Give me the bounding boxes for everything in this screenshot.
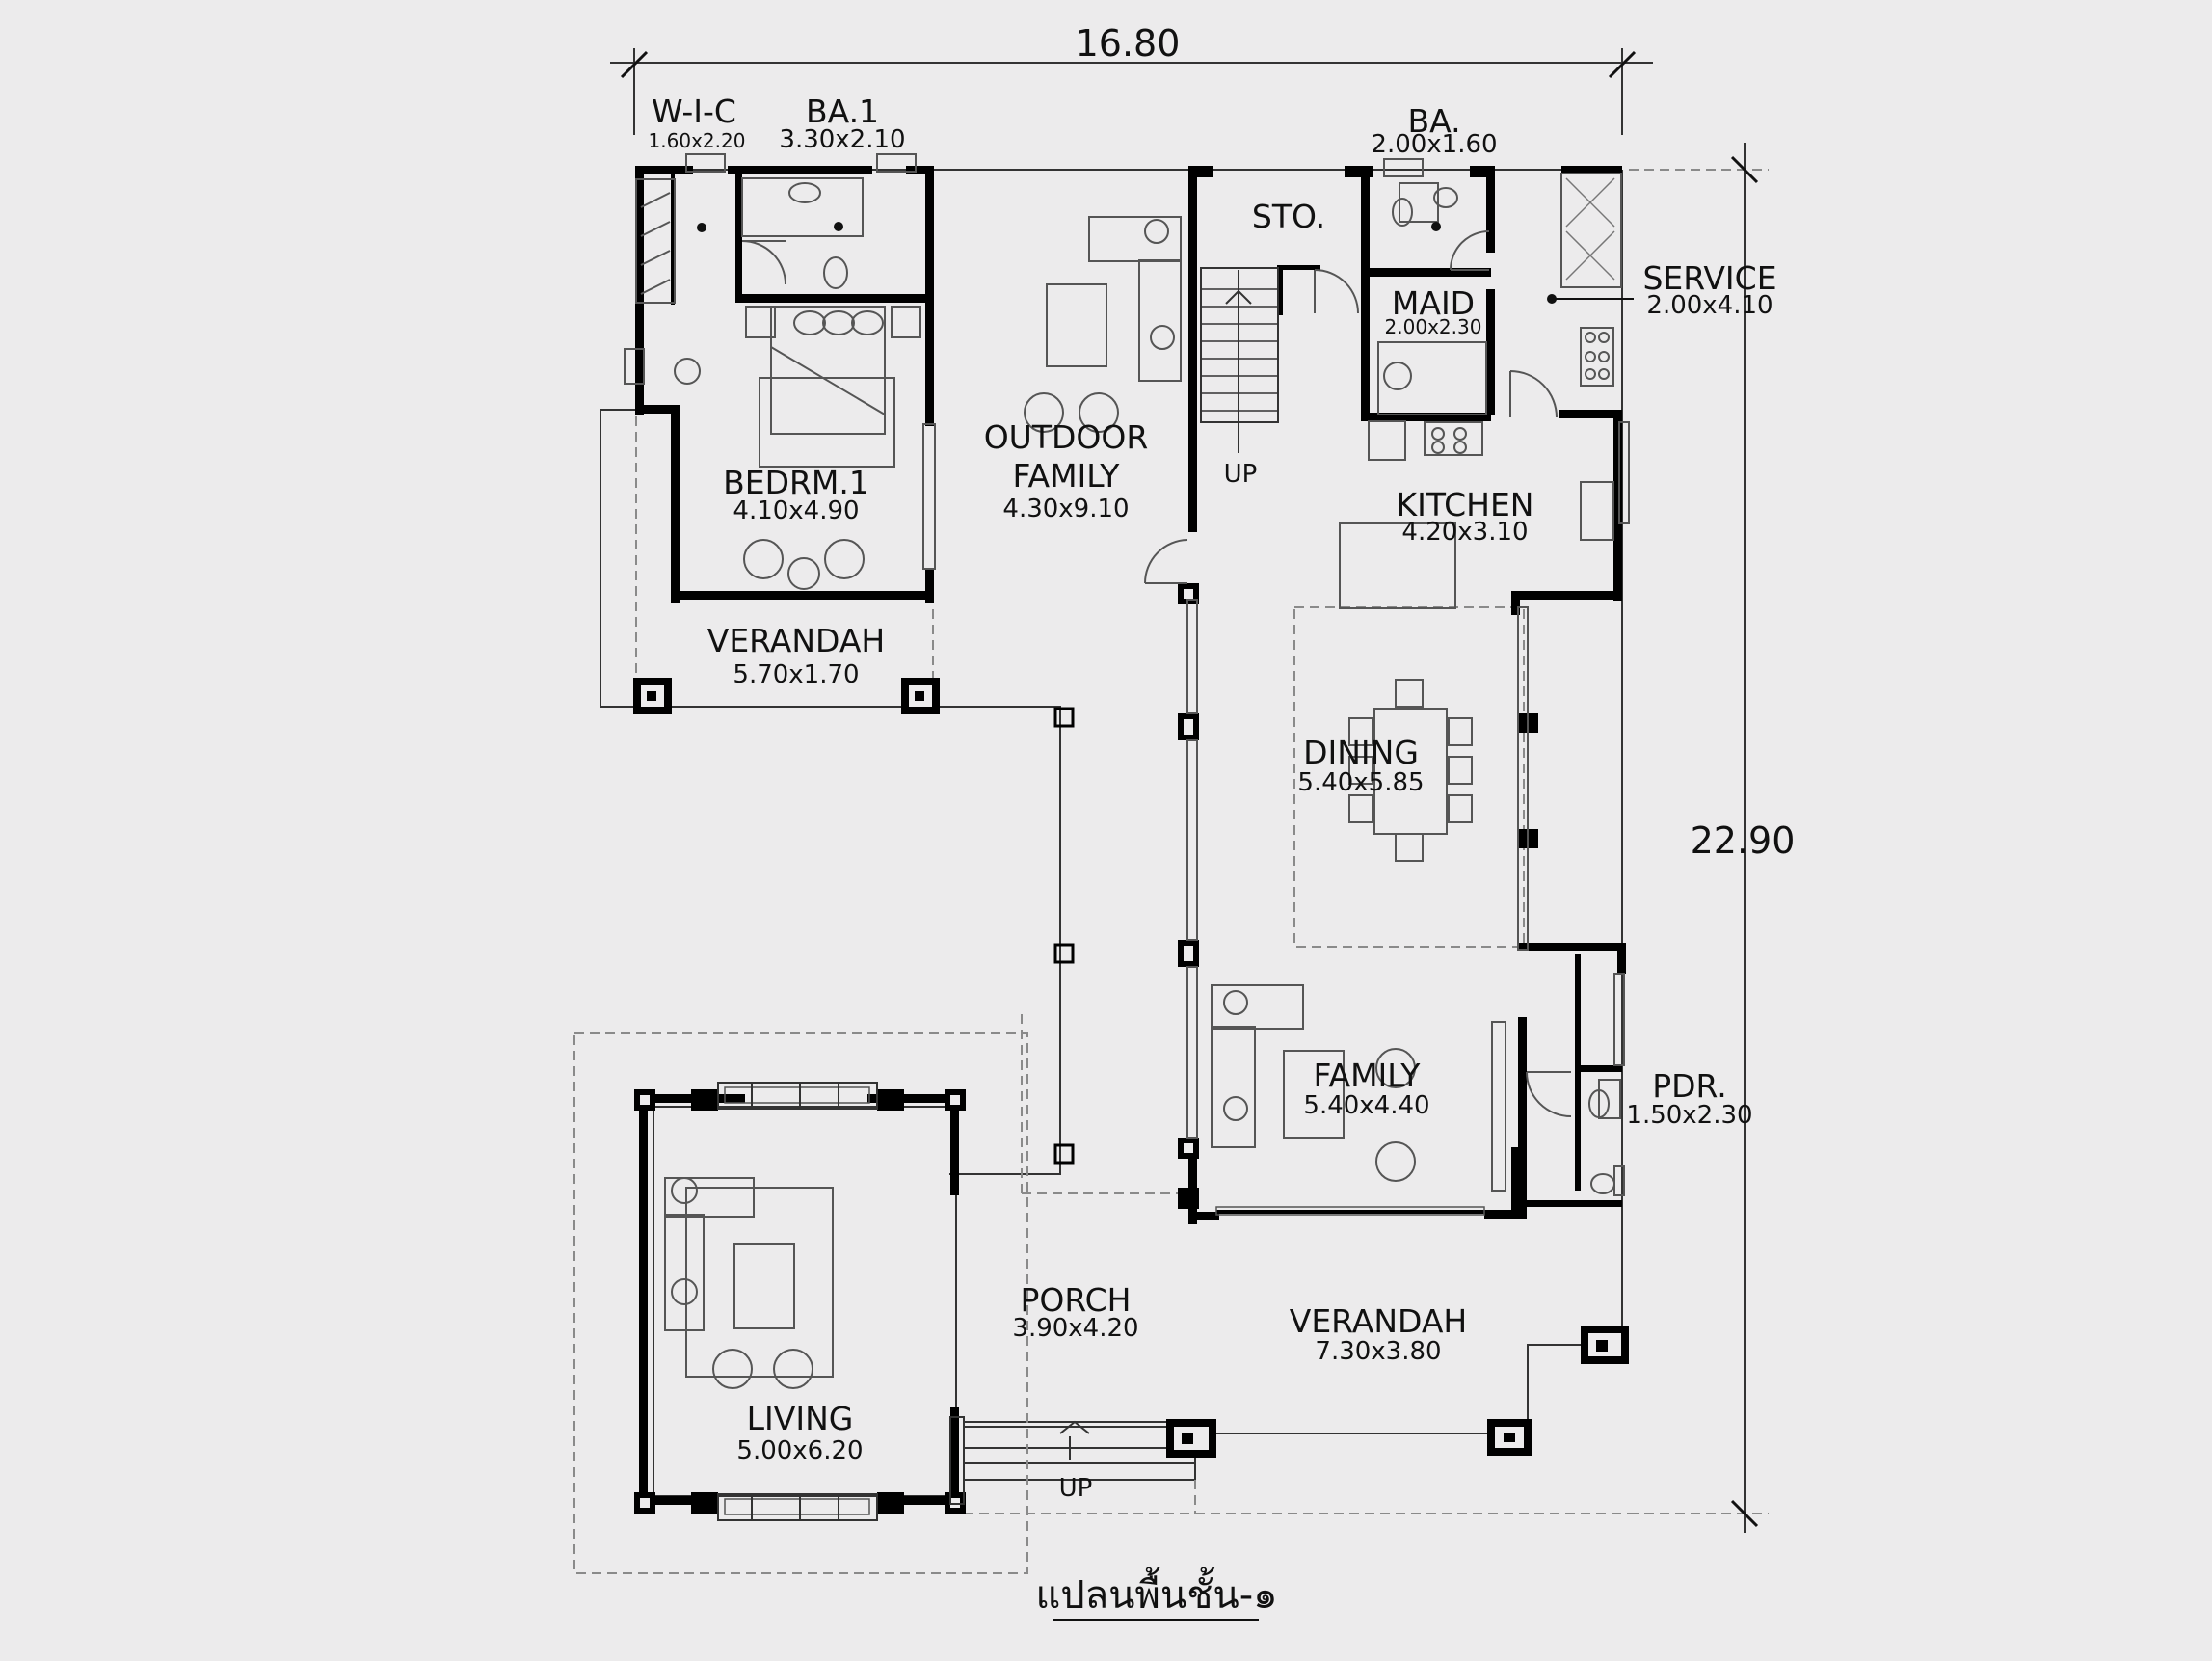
- column: [1581, 1326, 1629, 1364]
- windows: [624, 153, 1630, 1216]
- column: [1166, 1419, 1216, 1458]
- stair: [1200, 267, 1279, 453]
- room-label-wic: W-I-C: [652, 93, 736, 130]
- room-label-living: LIVING: [747, 1400, 854, 1437]
- room-size-verandah-top: 5.70x1.70: [733, 660, 859, 689]
- room-label-dining: DINING: [1303, 734, 1419, 771]
- room-size-pdr: 1.50x2.30: [1626, 1101, 1752, 1130]
- room-label-bedrm1: BEDRM.1: [723, 464, 869, 501]
- entry-up-label: UP: [1059, 1474, 1093, 1503]
- column: [901, 678, 940, 714]
- stair-up-label: UP: [1224, 460, 1258, 489]
- room-size-wic: 1.60x2.20: [649, 129, 746, 152]
- room-markers: [697, 222, 1634, 304]
- room-label-maid: MAID: [1392, 284, 1475, 322]
- room-label-ba: BA.: [1407, 102, 1460, 140]
- doors: [741, 230, 1572, 1117]
- room-label-outdoor: OUTDOOR: [984, 418, 1149, 456]
- room-size-dining: 5.40x5.85: [1297, 768, 1424, 797]
- room-size-bedrm1: 4.10x4.90: [733, 496, 859, 525]
- room-size-outdoor-family: 4.30x9.10: [1002, 495, 1129, 523]
- room-label-family: FAMILY: [1314, 1057, 1422, 1094]
- room-label-ba1: BA.1: [806, 93, 879, 130]
- room-label-service: SERVICE: [1642, 259, 1776, 297]
- plan-title: แปลนพื้นชั้น-๑: [1035, 1567, 1277, 1618]
- room-label-pdr: PDR.: [1652, 1067, 1727, 1105]
- room-size-kitchen: 4.20x3.10: [1401, 518, 1528, 547]
- room-size-maid: 2.00x2.30: [1385, 315, 1482, 338]
- room-label-verandah-bottom: VERANDAH: [1290, 1302, 1468, 1340]
- room-size-family: 5.40x4.40: [1303, 1091, 1429, 1120]
- room-size-living: 5.00x6.20: [736, 1436, 863, 1465]
- walls: [635, 166, 1626, 1224]
- room-size-ba: 2.00x1.60: [1371, 130, 1497, 159]
- dimension-lines: [610, 48, 1769, 1533]
- room-label-sto: STO.: [1252, 198, 1325, 235]
- room-size-ba1: 3.30x2.10: [779, 125, 905, 154]
- room-label-porch: PORCH: [1020, 1281, 1131, 1319]
- columns: [633, 583, 1629, 1458]
- room-size-service: 2.00x4.10: [1646, 291, 1772, 320]
- living-pavilion: [634, 1082, 966, 1521]
- room-label-verandah-top: VERANDAH: [707, 622, 886, 659]
- room-label-kitchen: KITCHEN: [1397, 486, 1534, 523]
- room-label-outdoor-family: FAMILY: [1013, 457, 1121, 495]
- furniture: [674, 177, 1621, 1194]
- room-size-porch: 3.90x4.20: [1012, 1314, 1138, 1343]
- width-dimension: 16.80: [1076, 22, 1181, 65]
- room-size-verandah-bottom: 7.30x3.80: [1315, 1337, 1441, 1366]
- column: [1487, 1419, 1532, 1456]
- depth-dimension: 22.90: [1691, 819, 1796, 862]
- column: [633, 678, 672, 714]
